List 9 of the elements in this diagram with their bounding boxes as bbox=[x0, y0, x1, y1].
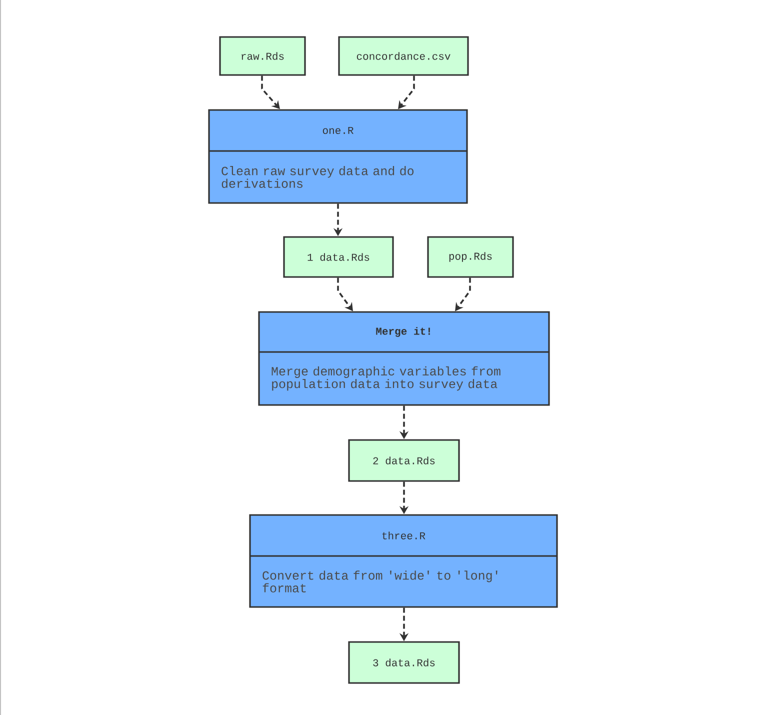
process-box: one.R Clean raw survey data and do derivations bbox=[208, 109, 468, 204]
process-box: three.R Convert data from 'wide' to 'long' format bbox=[249, 514, 558, 608]
file-box: pop.Rds bbox=[427, 236, 514, 278]
file-box: raw.Rds bbox=[219, 36, 306, 76]
file-box: 2 data.Rds bbox=[348, 439, 460, 482]
file-box: 3 data.Rds bbox=[348, 641, 460, 684]
file-box: 1 data.Rds bbox=[283, 236, 394, 278]
process-box: Merge it! Merge demographic variables from population data into survey data bbox=[258, 311, 550, 406]
file-box: concordance.csv bbox=[338, 36, 469, 76]
